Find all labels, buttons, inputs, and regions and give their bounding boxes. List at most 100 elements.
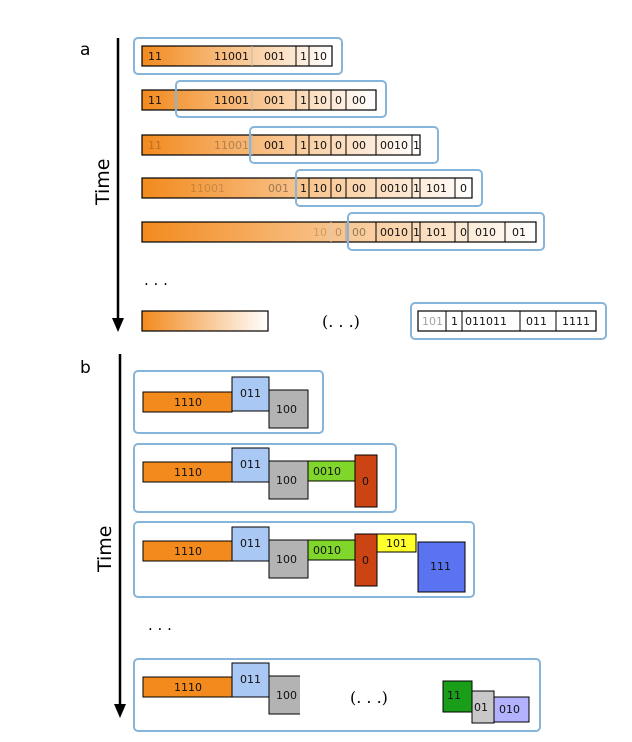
row3-bits: 001 (264, 139, 285, 152)
row4-bits: 1 (413, 182, 420, 195)
row1-bits: 11 (148, 50, 162, 63)
panel-b-label: b (80, 358, 91, 378)
row5-bits: 010 (475, 226, 496, 239)
block-label: 011 (240, 387, 261, 400)
block-011 (231, 662, 270, 698)
row4-bits: 0 (335, 182, 342, 195)
row3-bits: 11001 (214, 139, 249, 152)
chunk-frame (133, 443, 397, 513)
row2-bits: 10 (313, 94, 327, 107)
block-011 (231, 526, 270, 562)
time-arrow-b (114, 354, 126, 718)
time-arrow-a (112, 38, 124, 332)
block-label: 100 (276, 403, 297, 416)
block-101 (376, 533, 417, 553)
chunk-frame (133, 658, 541, 732)
row3-bits: 10 (313, 139, 327, 152)
block-label: 0 (362, 475, 369, 488)
block-label: 100 (276, 474, 297, 487)
block-011 (231, 376, 270, 412)
bitstream-row-4: 11001 001 1 10 0 00 0010 1 101 0 (141, 177, 473, 199)
ellipsis-a: (. . .) (322, 312, 360, 331)
bitstream-row-1: 11 11001 001 1 10 (141, 45, 333, 67)
ellipsis-b: (. . .) (350, 688, 388, 707)
row5-bits: 10 (313, 226, 327, 239)
block-100 (268, 460, 309, 500)
block-label: 0010 (313, 544, 341, 557)
block-label: 111 (430, 560, 451, 573)
row4-bits: 101 (426, 182, 447, 195)
final-bits: 011 (526, 315, 547, 328)
bitstream-row-2: 11 11001 001 1 10 0 00 (141, 89, 377, 111)
faded-prefix-bar (141, 310, 269, 332)
window-frame (347, 212, 545, 251)
block-011 (231, 447, 270, 483)
chunk-frame (133, 370, 324, 434)
row2-bits: 11001 (214, 94, 249, 107)
block-label: 1110 (174, 545, 202, 558)
row4-bits: 11001 (190, 182, 225, 195)
block-label: 11 (447, 689, 461, 702)
block-100 (268, 389, 309, 429)
bitstream-final: 101 1 011011 011 1111 (417, 310, 597, 332)
final-bits: 011011 (465, 315, 507, 328)
window-frame (410, 302, 607, 340)
row4-bits: 1 (300, 182, 307, 195)
row2-bits: 001 (264, 94, 285, 107)
block-0 (354, 454, 378, 508)
row3-bits: 0 (335, 139, 342, 152)
row1-bits: 001 (264, 50, 285, 63)
block-100 (269, 676, 300, 714)
block-label: 0010 (313, 465, 341, 478)
row4-bits: 001 (268, 182, 289, 195)
block-111 (417, 541, 466, 593)
row5-bits: 0 (460, 226, 467, 239)
row5-bits: 1 (413, 226, 420, 239)
final-bits: 101 (422, 315, 443, 328)
row4-bits: 0010 (380, 182, 408, 195)
row3-bits: 11 (148, 139, 162, 152)
time-label-b: Time (94, 526, 116, 574)
row3-bits: 0010 (380, 139, 408, 152)
final-bits: 1 (451, 315, 458, 328)
block-label: 010 (499, 703, 520, 716)
window-frame (133, 37, 343, 75)
block-label: 100 (276, 689, 297, 702)
block-label: 011 (240, 673, 261, 686)
block-label: 1110 (174, 681, 202, 694)
time-label-a: Time (92, 159, 114, 207)
row3-bits: 1 (300, 139, 307, 152)
row4-bits: 00 (352, 182, 366, 195)
row5-bits: 0 (335, 226, 342, 239)
row5-bits: 01 (512, 226, 526, 239)
row2-bits: 00 (352, 94, 366, 107)
row1-bits: 1 (300, 50, 307, 63)
row3-bits: 1 (413, 139, 420, 152)
block-label: 101 (386, 537, 407, 550)
row2-bits: 11 (148, 94, 162, 107)
block-010 (493, 696, 530, 723)
final-bits: 1111 (562, 315, 590, 328)
row1-bits: 11001 (214, 50, 249, 63)
block-label: 1110 (174, 396, 202, 409)
bitstream-row-3: 11 11001 001 1 10 0 00 0010 1 (141, 134, 421, 156)
panel-a-label: a (80, 40, 90, 60)
block-label: 011 (240, 458, 261, 471)
block-label: 100 (276, 553, 297, 566)
row1-bits: 10 (313, 50, 327, 63)
block-label: 0 (362, 554, 369, 567)
block-label: 01 (474, 701, 488, 714)
block-100 (268, 539, 309, 579)
block-label: 1110 (174, 466, 202, 479)
row4-bits: 10 (313, 182, 327, 195)
block-0 (354, 533, 378, 587)
window-frame (249, 126, 439, 164)
row3-bits: 00 (352, 139, 366, 152)
row2-bits: 0 (335, 94, 342, 107)
row5-bits: 101 (426, 226, 447, 239)
row4-bits: 0 (460, 182, 467, 195)
row2-bits: 1 (300, 94, 307, 107)
row5-bits: 00 (352, 226, 366, 239)
continuation-dots-a: . . . (144, 271, 168, 289)
